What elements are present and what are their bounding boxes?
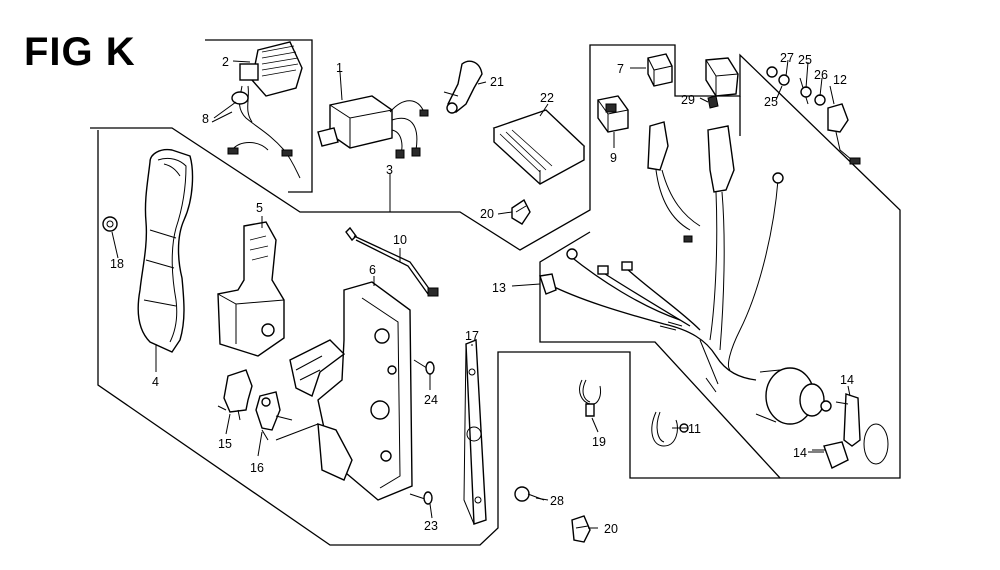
callout-19: 19 xyxy=(592,435,606,449)
wire-clip-20-upper xyxy=(511,198,531,225)
fuse-holder-29 xyxy=(705,57,739,109)
control-panel-6 xyxy=(289,281,413,501)
terminal-block-22 xyxy=(492,109,586,185)
callout-9: 9 xyxy=(610,151,617,165)
callout-22: 22 xyxy=(540,91,554,105)
wire-lead-10 xyxy=(345,226,439,297)
regulator-rectifier xyxy=(227,41,303,179)
callout-18: 18 xyxy=(110,257,124,271)
bracket-5 xyxy=(217,221,285,357)
callout-26: 26 xyxy=(814,68,828,82)
grommet-18 xyxy=(102,216,118,232)
callout-21: 21 xyxy=(490,75,504,89)
screw-24 xyxy=(413,359,435,375)
callout-15: 15 xyxy=(218,437,232,451)
key-14-lower xyxy=(812,441,849,469)
callout-5: 5 xyxy=(256,201,263,215)
callout-11: 11 xyxy=(688,422,701,436)
callout-28: 28 xyxy=(550,494,564,508)
callout-14-upper: 14 xyxy=(840,373,854,387)
callout-12: 12 xyxy=(833,73,847,87)
relay-7 xyxy=(647,53,673,87)
key-14-upper xyxy=(835,393,889,465)
screw-23 xyxy=(409,491,433,505)
callout-6: 6 xyxy=(369,263,376,277)
switch-15 xyxy=(217,369,253,421)
clamp-11 xyxy=(651,411,689,447)
group-boundary-lines xyxy=(90,39,901,546)
callout-16: 16 xyxy=(250,461,264,475)
callout-4: 4 xyxy=(152,375,159,389)
callout-8: 8 xyxy=(202,112,209,126)
callout-25-lower: 25 xyxy=(764,95,778,109)
leader-lines xyxy=(111,59,851,529)
callout-27: 27 xyxy=(780,51,794,65)
wire-harness-13 xyxy=(539,121,784,393)
callout-23: 23 xyxy=(424,519,438,533)
callout-20-upper: 20 xyxy=(480,207,494,221)
connector-9 xyxy=(597,95,629,133)
clip-19 xyxy=(579,379,601,417)
gasket-17 xyxy=(463,338,487,525)
callout-10: 10 xyxy=(393,233,407,247)
terminal-16 xyxy=(255,391,319,441)
callout-24: 24 xyxy=(424,393,438,407)
callout-2: 2 xyxy=(222,55,229,69)
callout-14-lower: 14 xyxy=(793,446,807,460)
callout-3: 3 xyxy=(386,163,393,177)
callout-1: 1 xyxy=(336,61,343,75)
cdi-unit xyxy=(317,95,429,159)
callout-labels: 1 2 3 4 5 6 7 8 9 10 11 12 13 14 14 15 1… xyxy=(110,51,854,536)
hardware-stack xyxy=(766,66,861,165)
wire-clip-20-lower xyxy=(571,515,591,543)
cable-clamp-21 xyxy=(443,60,483,114)
callout-17: 17 xyxy=(465,329,479,343)
ignition-switch xyxy=(755,367,832,425)
callout-25-upper: 25 xyxy=(798,53,812,67)
callout-20-lower: 20 xyxy=(604,522,618,536)
callout-13: 13 xyxy=(492,281,506,295)
callout-7: 7 xyxy=(617,62,624,76)
cover-panel-4 xyxy=(137,148,194,353)
figure-title: FIG K xyxy=(24,30,136,74)
callout-29: 29 xyxy=(681,93,695,107)
